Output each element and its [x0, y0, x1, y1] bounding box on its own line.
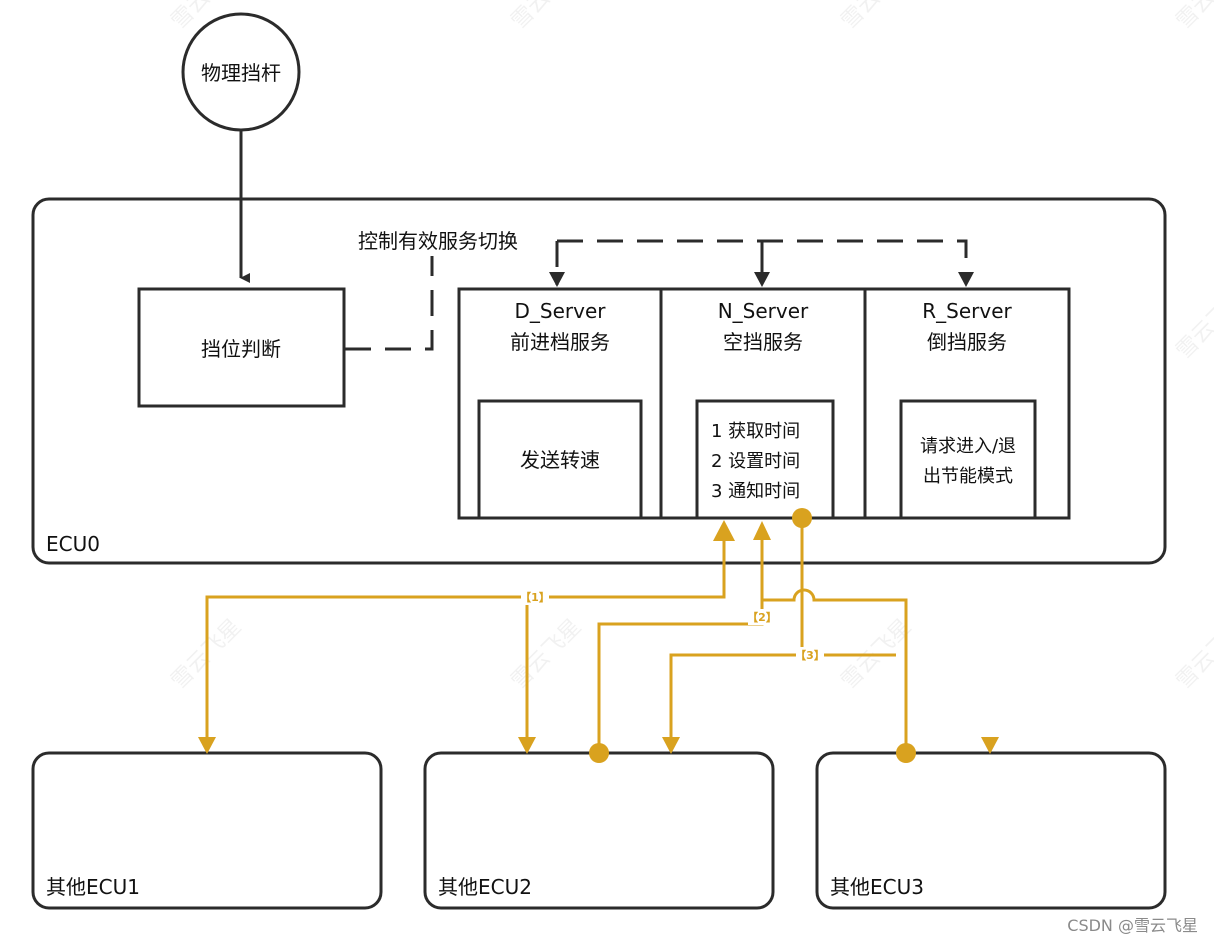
- other-ecu-3: 其他ECU3: [815, 751, 1167, 910]
- watermark: 雪云飞星: [837, 0, 917, 34]
- flow-1-arrow-ecu1: [198, 737, 216, 754]
- flow-2-line: [597, 540, 764, 753]
- flow-2-source-dot: [589, 743, 609, 763]
- other-ecu-2-label: 其他ECU2: [438, 875, 532, 899]
- n-server: N_Server 空挡服务 1 获取时间 2 设置时间 3 通知时间: [695, 299, 835, 520]
- gear-decision-box: [137, 287, 346, 408]
- arrow-to-n-server: [754, 272, 770, 287]
- d-server-inner-text: 发送转速: [520, 448, 600, 472]
- flow-2: [597, 540, 764, 753]
- other-ecu-3-label: 其他ECU3: [830, 875, 924, 899]
- flow-1-arrow-up: [713, 520, 735, 541]
- flow-3: [669, 518, 896, 740]
- r-server-desc: 倒挡服务: [927, 330, 1007, 354]
- r-server-inner-line-1: 请求进入/退: [920, 436, 1016, 457]
- d-server: D_Server 前进档服务 发送转速: [477, 299, 643, 520]
- d-server-name: D_Server: [515, 299, 607, 323]
- r-server-inner-box: [899, 399, 1037, 520]
- flow-3-source-dot: [792, 508, 812, 528]
- flow-tag-3: 【3】: [795, 649, 825, 662]
- flow-2-arrow-up: [753, 521, 771, 540]
- flow-3-arrow-ecu2: [662, 737, 680, 754]
- r-server: R_Server 倒挡服务 请求进入/退 出节能模式: [899, 299, 1037, 520]
- other-ecu-2: 其他ECU2: [423, 751, 775, 910]
- n-server-op-1: 1 获取时间: [711, 421, 800, 442]
- ecu3-request-line: [762, 588, 908, 753]
- arrow-to-r-server: [958, 272, 974, 287]
- flow-3-arrow-ecu3: [981, 737, 999, 754]
- flow-1: [205, 540, 726, 740]
- arrow-to-d-server: [549, 272, 565, 287]
- flow-3-line-ecu2: [669, 653, 802, 740]
- r-server-inner-line-2: 出节能模式: [923, 466, 1013, 487]
- n-server-name: N_Server: [718, 299, 809, 323]
- watermark: 雪云飞星: [1172, 284, 1214, 364]
- other-ecu-1-label: 其他ECU1: [46, 875, 140, 899]
- ecu0-container: [31, 197, 1167, 565]
- n-server-op-3: 3 通知时间: [711, 481, 800, 502]
- physical-lever-node: 物理挡杆: [181, 12, 301, 132]
- n-server-inner-box: [695, 399, 835, 520]
- ecu0-label: ECU0: [46, 532, 100, 556]
- n-server-op-2: 2 设置时间: [711, 451, 800, 472]
- watermark: 雪云飞星: [1172, 614, 1214, 694]
- d-server-inner-box: [477, 399, 643, 520]
- other-ecu-1: 其他ECU1: [31, 751, 383, 910]
- flow-tag-1: 【1】: [520, 591, 550, 604]
- r-server-name: R_Server: [922, 299, 1012, 323]
- n-server-desc: 空挡服务: [723, 330, 803, 354]
- watermark: 雪云飞星: [507, 0, 587, 34]
- watermark: 雪云飞星: [1172, 0, 1214, 34]
- switch-control-line-right: [557, 239, 968, 272]
- switch-label: 控制有效服务切换: [358, 229, 518, 253]
- ecu3-source-dot: [896, 743, 916, 763]
- credit-text: CSDN @雪云飞星: [1067, 916, 1198, 935]
- physical-lever-label: 物理挡杆: [201, 61, 281, 85]
- switch-control-line: [345, 239, 559, 351]
- watermark: 雪云飞星: [507, 614, 587, 694]
- flow-1-arrow-ecu2: [518, 737, 536, 754]
- gear-decision-label: 挡位判断: [201, 337, 281, 361]
- flow-tag-2: 【2】: [747, 611, 777, 624]
- flow-1-line-ecu1: [205, 540, 726, 740]
- d-server-desc: 前进档服务: [510, 330, 610, 354]
